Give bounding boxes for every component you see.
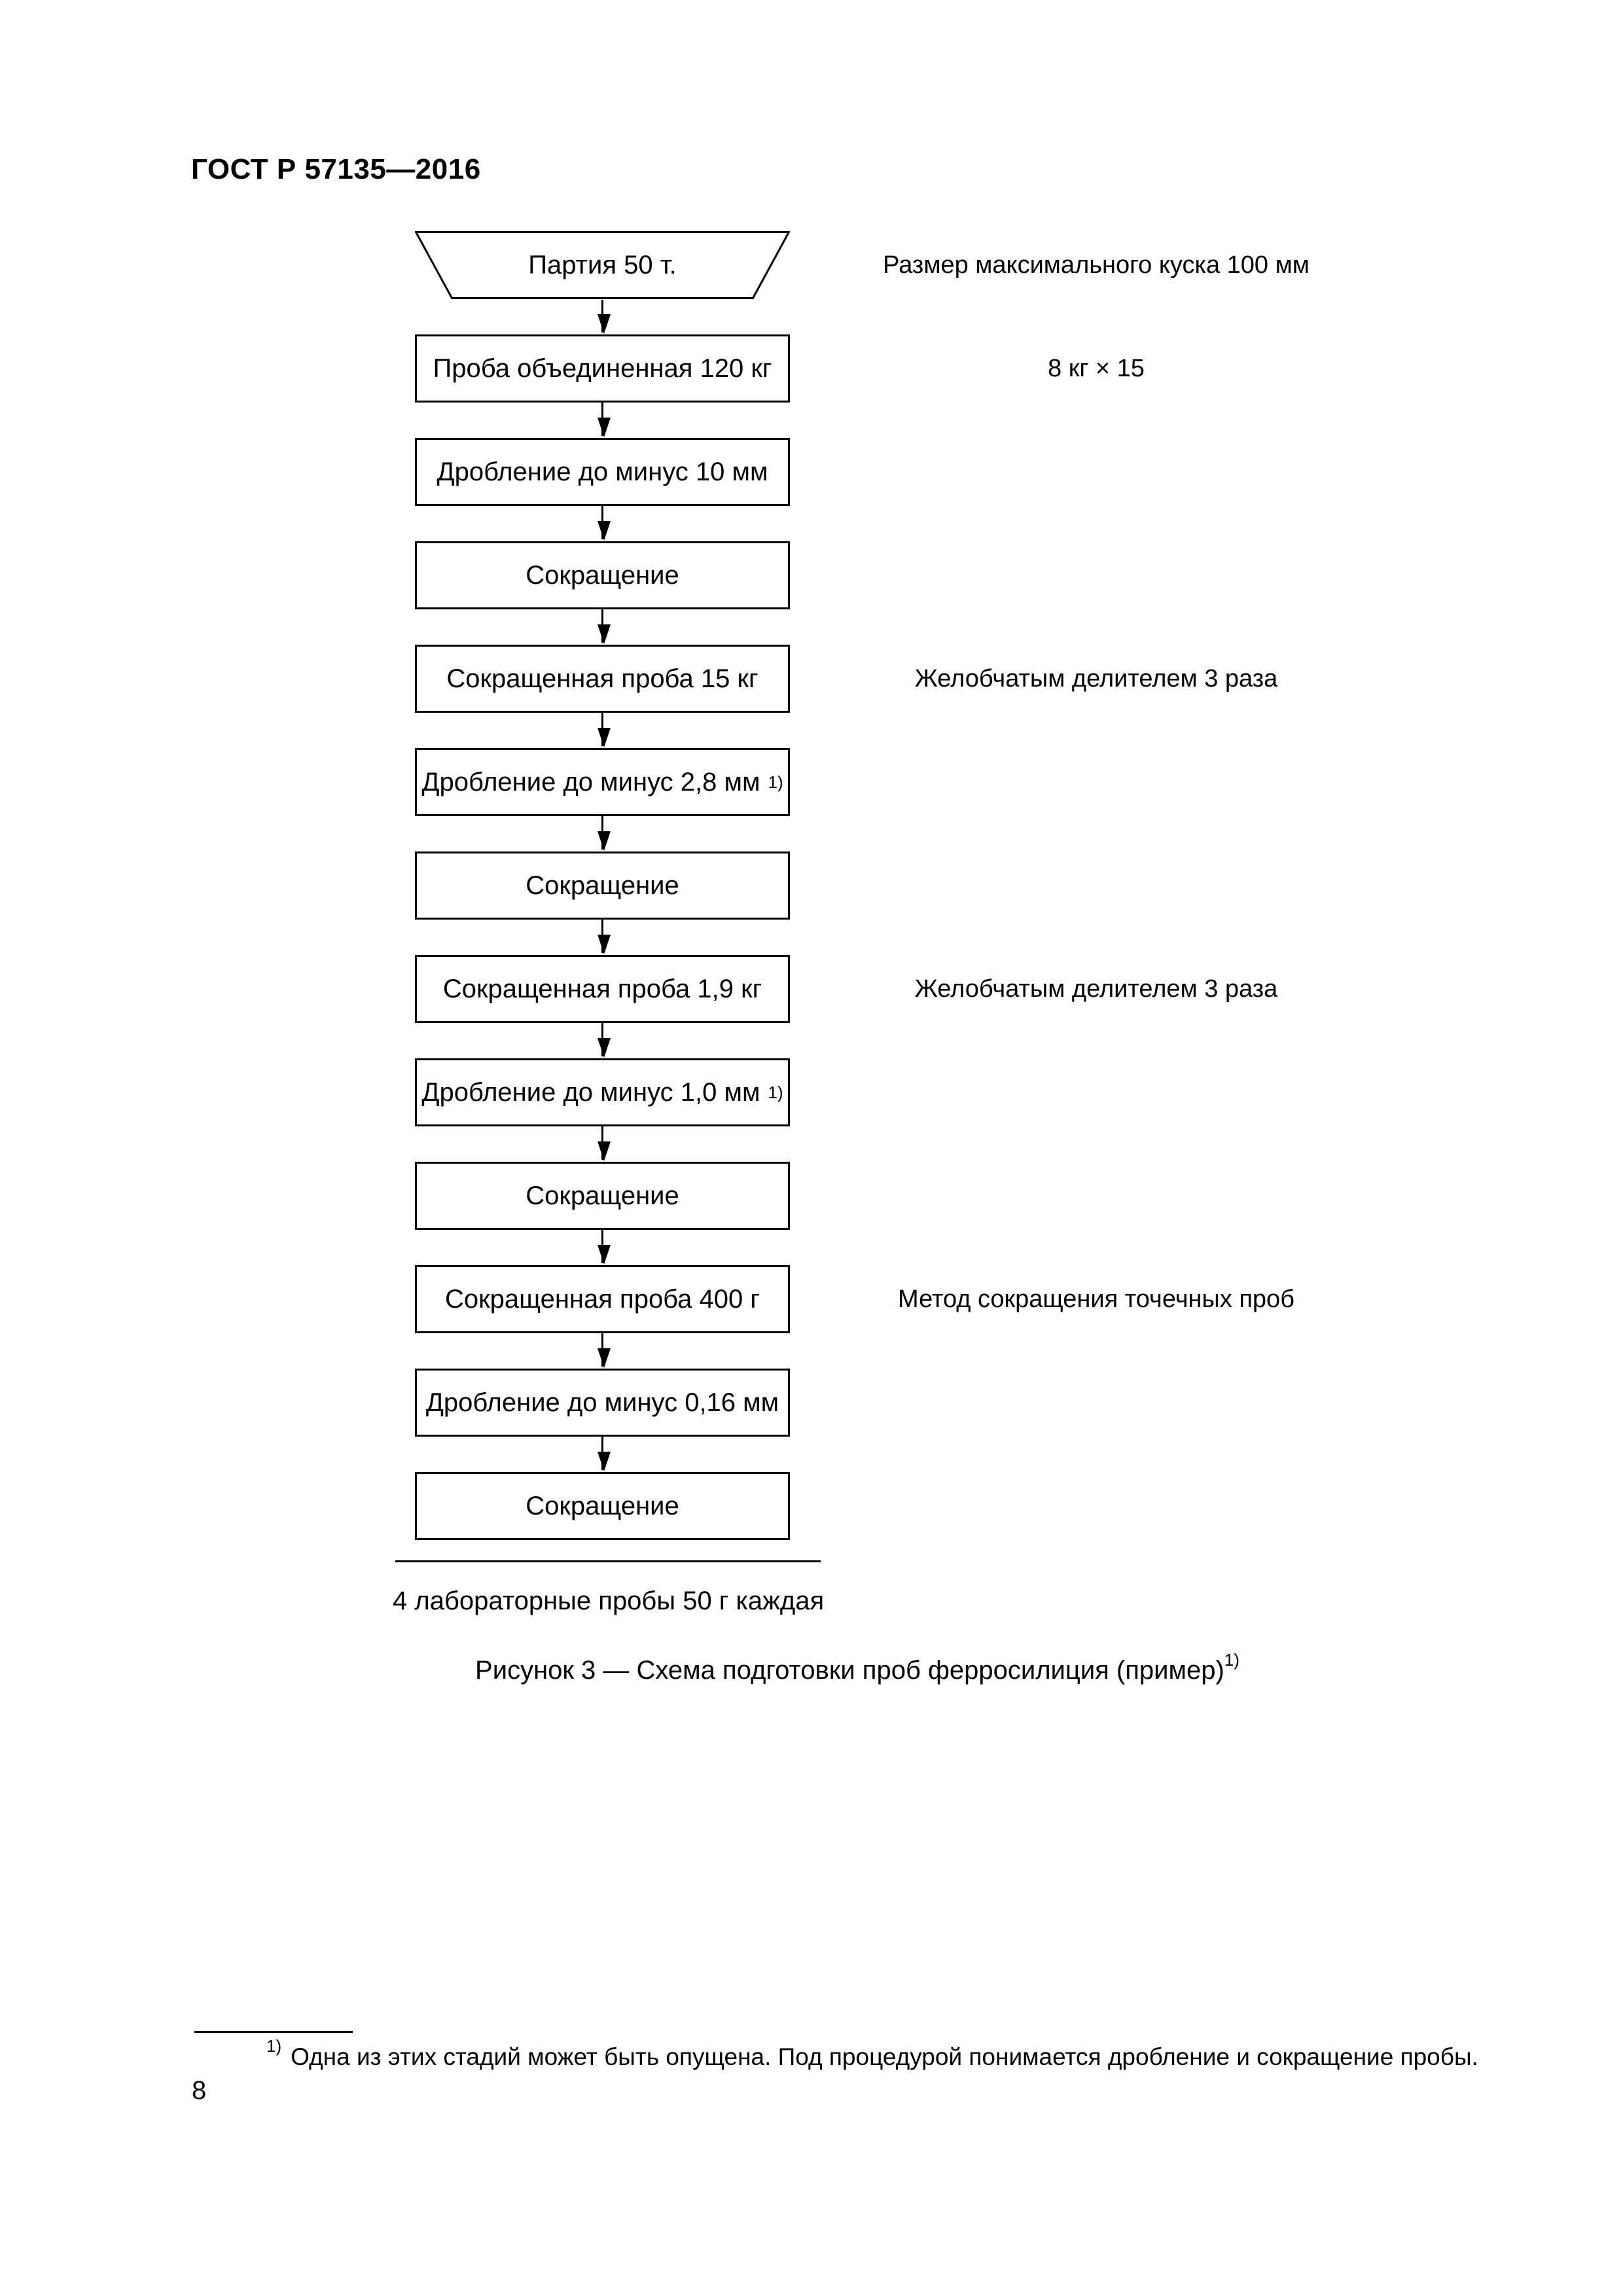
flow-arrow <box>597 609 611 644</box>
flow-arrow <box>597 816 611 851</box>
page-header: ГОСТ Р 57135—2016 <box>191 153 481 185</box>
annotation-max-piece-size: Размер максимального куска 100 мм <box>883 251 1310 279</box>
annotation-riffle-divider-2: Желобчатым делителем 3 раза <box>914 975 1278 1003</box>
flow-node-label: Сокращенная проба 400 г <box>445 1284 760 1314</box>
flow-node: Сокращение <box>415 852 790 920</box>
footnote-ref: 1) <box>1224 1650 1240 1670</box>
footnote: 1) Одна из этих стадий может быть опущена… <box>194 2037 1503 2073</box>
flow-node-label: Сокращенная проба 1,9 кг <box>442 974 762 1003</box>
figure-caption: Рисунок 3 — Схема подготовки проб феррос… <box>406 1651 1309 1685</box>
flow-node: Сокращенная проба 1,9 кг <box>415 955 790 1023</box>
flow-node-label: Дробление до минус 1,0 мм <box>421 1077 760 1107</box>
flow-node-label: Дробление до минус 2,8 мм <box>421 767 760 797</box>
flow-node: Дробление до минус 10 мм <box>415 438 790 506</box>
flow-arrow <box>597 506 611 541</box>
flow-node: Сокращение <box>415 541 790 609</box>
flow-node: Сокращение <box>415 1162 790 1230</box>
flow-node-label: Сокращенная проба 15 кг <box>446 664 758 693</box>
flow-arrow <box>597 713 611 747</box>
flow-node-label: Дробление до минус 10 мм <box>437 457 768 486</box>
flow-arrow <box>597 920 611 954</box>
flow-node-label: Проба объединенная 120 кг <box>433 353 772 383</box>
annotation-increments: 8 кг × 15 <box>1048 355 1145 382</box>
annotation-increment-reduction-method: Метод сокращения точечных проб <box>898 1285 1294 1313</box>
figure-caption-text: Рисунок 3 — Схема подготовки проб феррос… <box>475 1656 1224 1685</box>
flow-arrow <box>597 1437 611 1471</box>
flow-node-label: Сокращение <box>526 1181 679 1210</box>
lab-samples-label: 4 лабораторные пробы 50 г каждая <box>393 1587 825 1615</box>
flow-arrow <box>597 1126 611 1161</box>
flow-arrow <box>597 1023 611 1058</box>
flow-node-label: Сокращение <box>526 870 679 900</box>
footnote-marker: 1) <box>266 2036 282 2056</box>
flow-node: Дробление до минус 0,16 мм <box>415 1369 790 1437</box>
flow-node: Проба объединенная 120 кг <box>415 334 790 403</box>
flow-arrow <box>597 1230 611 1265</box>
chart-terminator-line <box>395 1560 821 1562</box>
flow-node-label: Сокращение <box>526 1491 679 1520</box>
flow-node-label: Партия 50 т. <box>528 250 677 279</box>
flow-arrow <box>597 1333 611 1368</box>
annotation-riffle-divider-1: Желобчатым делителем 3 раза <box>914 665 1278 692</box>
flow-node-label: Сокращение <box>526 560 679 590</box>
flow-node: Сокращенная проба 400 г <box>415 1265 790 1333</box>
flow-arrow <box>597 300 611 334</box>
footnote-text: Одна из этих стадий может быть опущена. … <box>291 2043 1478 2070</box>
page-number: 8 <box>192 2076 207 2105</box>
flow-arrow <box>597 403 611 437</box>
flow-node-label: Дробление до минус 0,16 мм <box>425 1388 779 1417</box>
flow-node: Сокращение <box>415 1472 790 1540</box>
flow-node-trapezoid: Партия 50 т. <box>415 231 790 299</box>
flow-node: Сокращенная проба 15 кг <box>415 645 790 713</box>
trapezoid-shape <box>415 231 790 299</box>
footnote-rule <box>194 2031 353 2033</box>
